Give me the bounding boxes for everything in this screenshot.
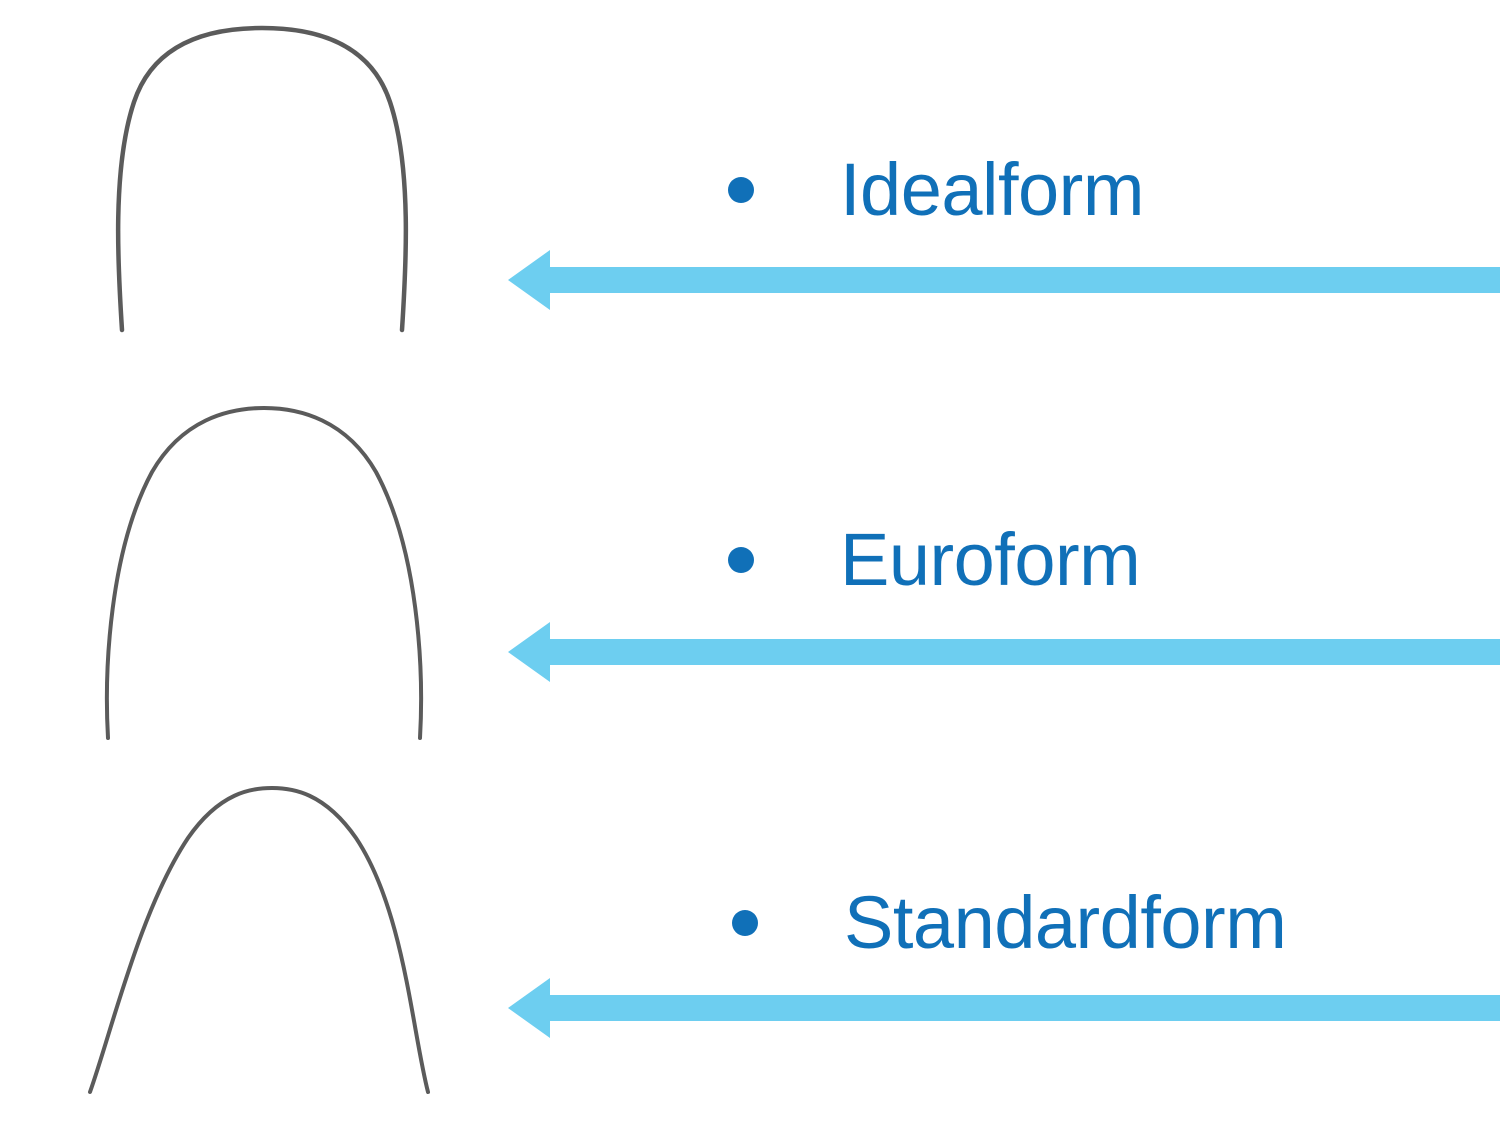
archwire-illustration-standardform: [60, 780, 480, 1100]
bullet-dot-icon: [732, 910, 758, 936]
arrow-left-standardform: [508, 978, 1500, 1038]
bullet-row-standardform: Standardform: [732, 878, 1287, 968]
tapered-archwire-icon: [88, 786, 430, 1094]
archwire-illustration-euroform: [60, 400, 480, 745]
archwire-illustration-idealform: [60, 18, 480, 338]
arrow-left-icon: [508, 978, 1500, 1038]
label-euroform: Euroform: [840, 518, 1141, 601]
ovoid-archwire-icon: [104, 406, 424, 740]
bullet-row-euroform: Euroform: [728, 515, 1141, 605]
square-rounded-archwire-icon: [115, 25, 409, 333]
arrow-left-icon: [508, 250, 1500, 310]
arrow-left-icon: [508, 622, 1500, 682]
bullet-dot-icon: [728, 547, 754, 573]
label-standardform: Standardform: [844, 881, 1287, 964]
bullet-dot-icon: [728, 177, 754, 203]
bullet-row-idealform: Idealform: [728, 145, 1144, 235]
arrow-left-idealform: [508, 250, 1500, 310]
label-idealform: Idealform: [840, 148, 1144, 231]
arrow-left-euroform: [508, 622, 1500, 682]
